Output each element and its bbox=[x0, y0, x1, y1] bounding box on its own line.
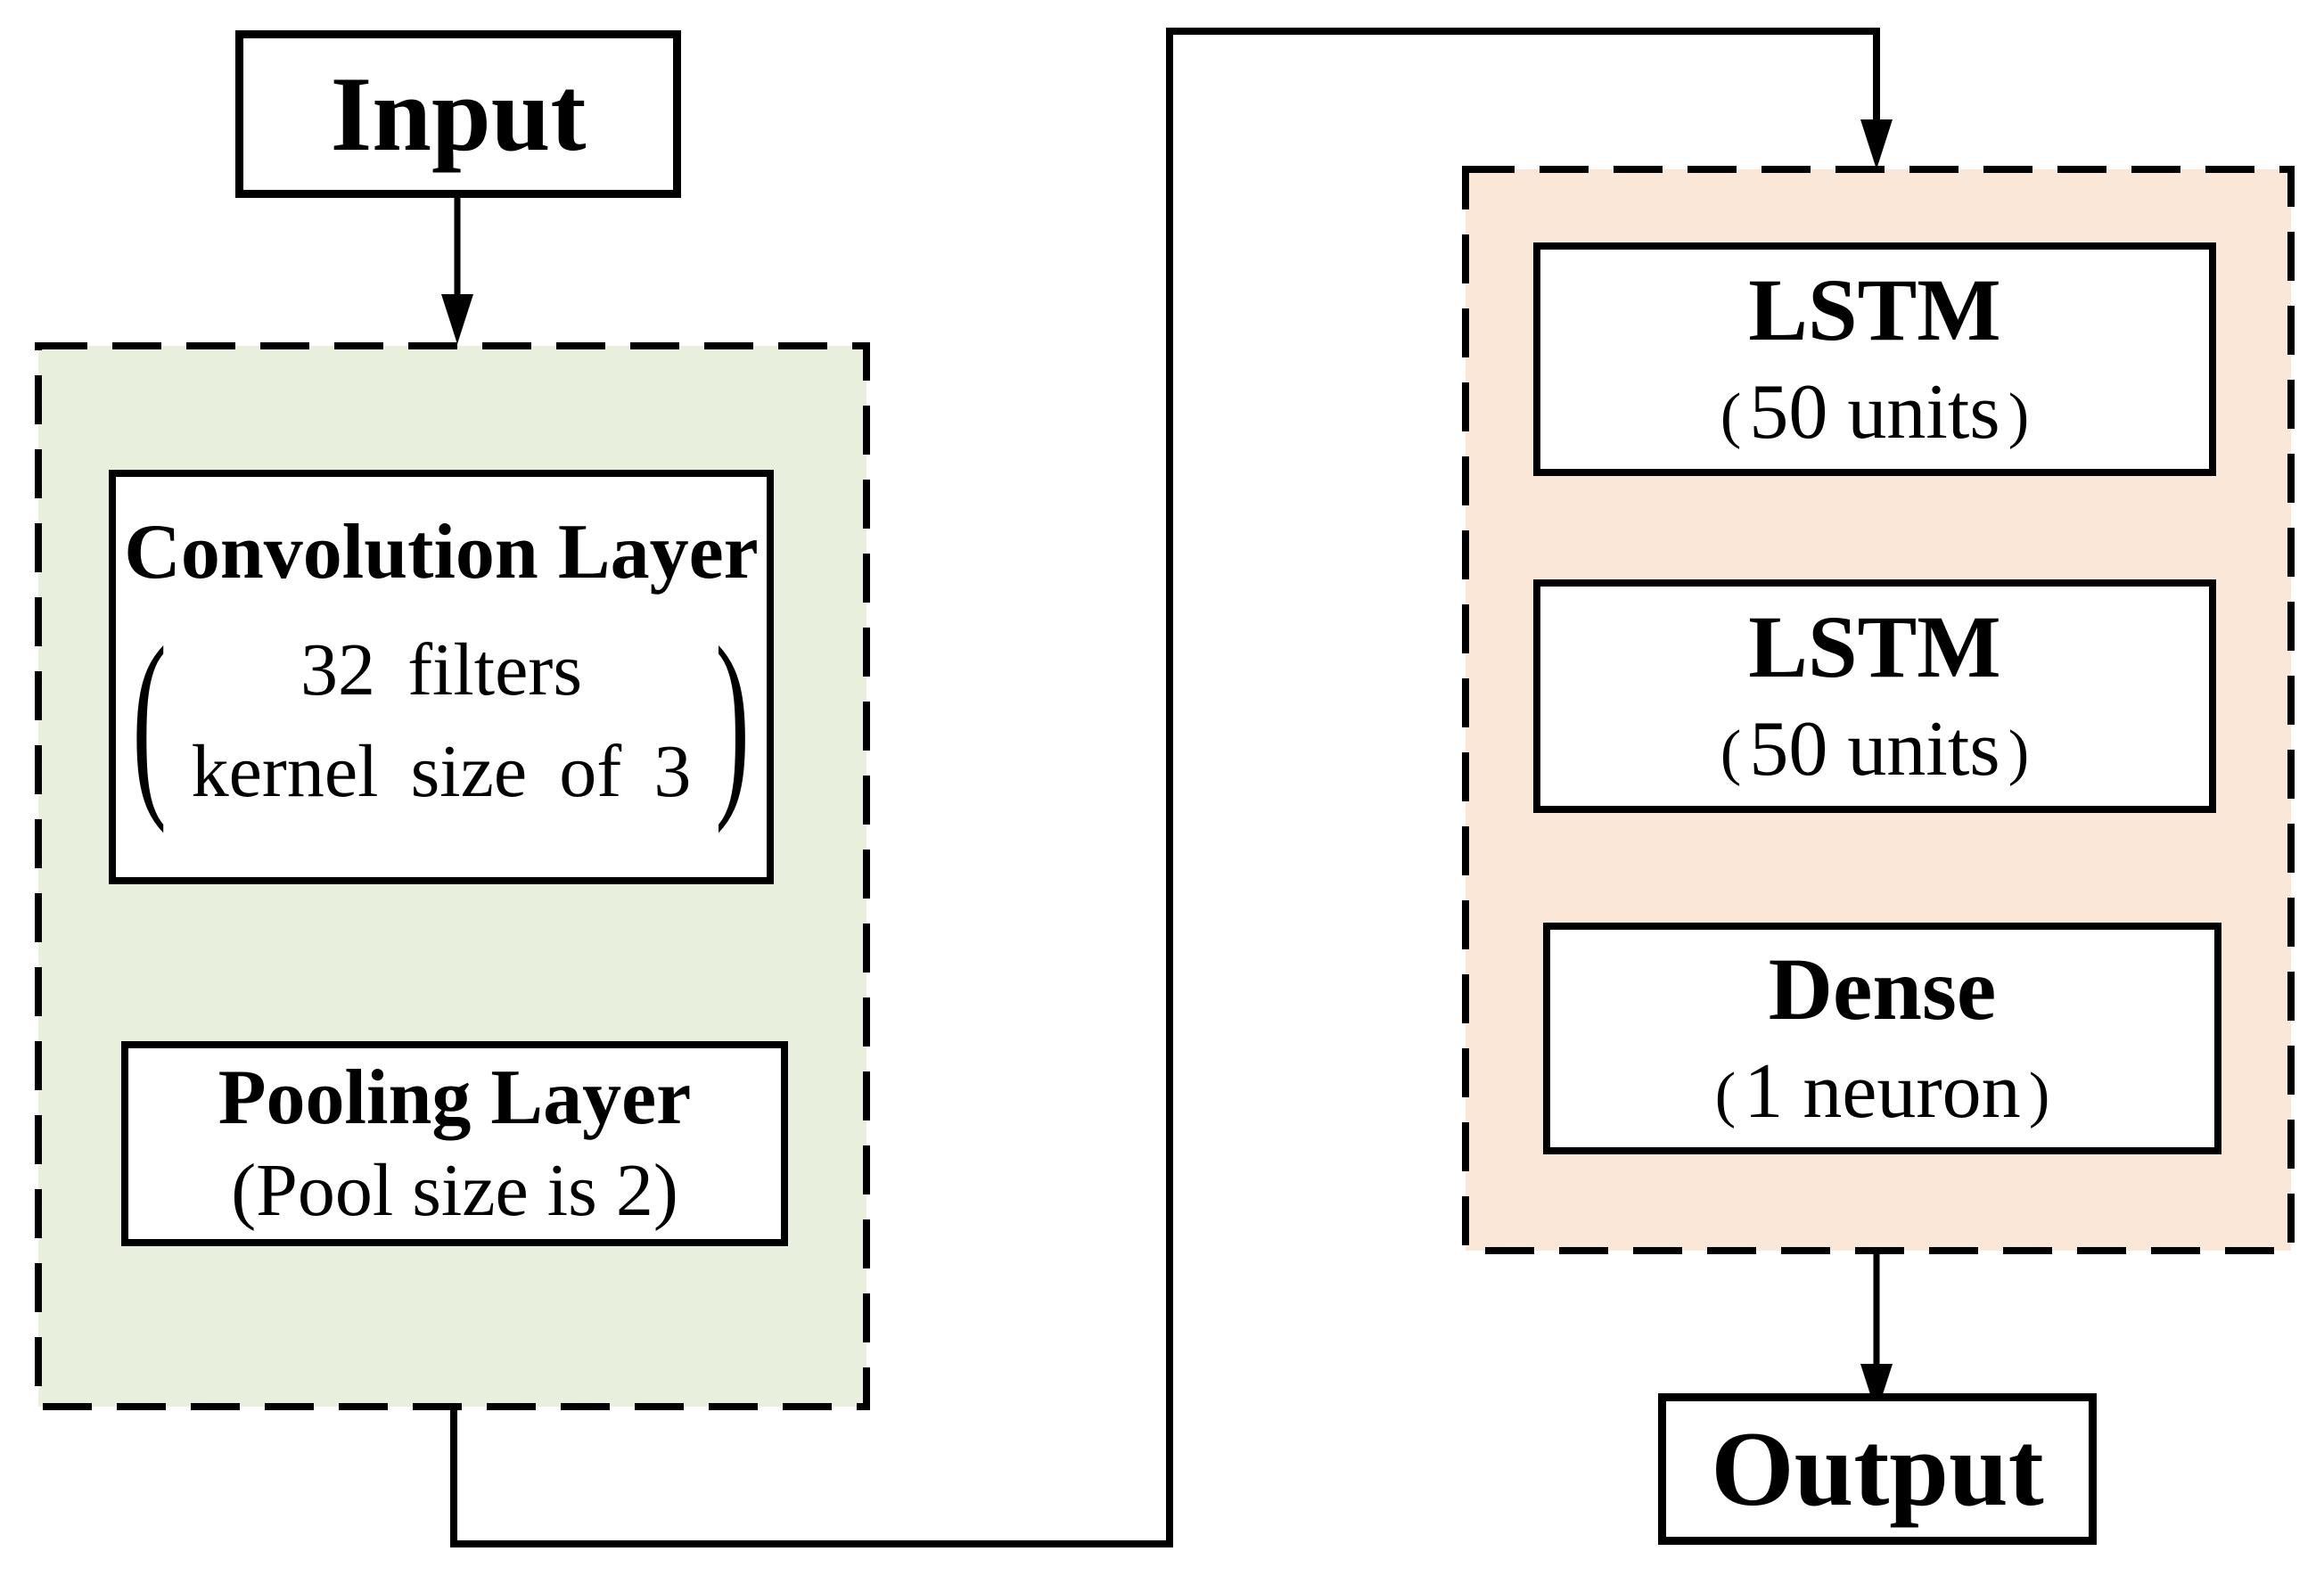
lstm2-title: LSTM bbox=[1748, 597, 2001, 696]
dense-paren-close: ) bbox=[2028, 1059, 2050, 1129]
input-to-cnn-arrowhead-icon bbox=[441, 294, 473, 344]
lstm-to-output-arrowhead-icon bbox=[1860, 1364, 1893, 1414]
dense-paren-open: ( bbox=[1714, 1059, 1737, 1129]
input-node: Input bbox=[235, 30, 681, 198]
lstm1-title: LSTM bbox=[1748, 260, 2001, 359]
convolution-layer-node: Convolution Layer ( 32 filters kernel si… bbox=[109, 470, 774, 884]
lstm2-units: 50 units bbox=[1749, 706, 2000, 792]
convolution-detail-filters: 32 filters bbox=[300, 628, 583, 711]
output-node: Output bbox=[1658, 1393, 2097, 1545]
pooling-layer-title: Pooling Layer bbox=[218, 1055, 692, 1142]
pooling-layer-node: Pooling Layer (Pool size is 2) bbox=[121, 1041, 788, 1246]
left-bracket: ( bbox=[132, 605, 168, 835]
dense-neurons: 1 neuron bbox=[1744, 1048, 2021, 1135]
convolution-layer-detail: ( 32 filters kernel size of 3 ) bbox=[131, 605, 751, 835]
cnn-to-lstm-arrowhead-icon bbox=[1860, 119, 1893, 169]
lstm1-detail: (50 units) bbox=[1712, 364, 2038, 462]
lstm2-node: LSTM (50 units) bbox=[1533, 579, 2216, 813]
convolution-layer-title: Convolution Layer bbox=[124, 509, 759, 595]
convolution-detail-kernel: kernel size of 3 bbox=[191, 729, 692, 813]
pooling-layer-detail: (Pool size is 2) bbox=[231, 1149, 678, 1233]
cnn-to-lstm-connector bbox=[450, 28, 1880, 1547]
input-label: Input bbox=[330, 54, 587, 173]
output-label: Output bbox=[1711, 1409, 2044, 1528]
lstm1-paren-close: ) bbox=[2008, 380, 2030, 450]
dense-detail: (1 neuron) bbox=[1707, 1043, 2058, 1141]
convolution-detail-lines: 32 filters kernel size of 3 bbox=[168, 620, 715, 823]
dense-title: Dense bbox=[1768, 940, 1997, 1038]
right-bracket: ) bbox=[715, 605, 751, 835]
dense-node: Dense (1 neuron) bbox=[1543, 923, 2221, 1154]
lstm2-detail: (50 units) bbox=[1712, 701, 2038, 799]
lstm2-paren-close: ) bbox=[2008, 717, 2030, 787]
lstm2-paren-open: ( bbox=[1720, 717, 1742, 787]
lstm1-units: 50 units bbox=[1749, 369, 2000, 456]
lstm1-paren-open: ( bbox=[1720, 380, 1742, 450]
lstm1-node: LSTM (50 units) bbox=[1533, 242, 2216, 476]
